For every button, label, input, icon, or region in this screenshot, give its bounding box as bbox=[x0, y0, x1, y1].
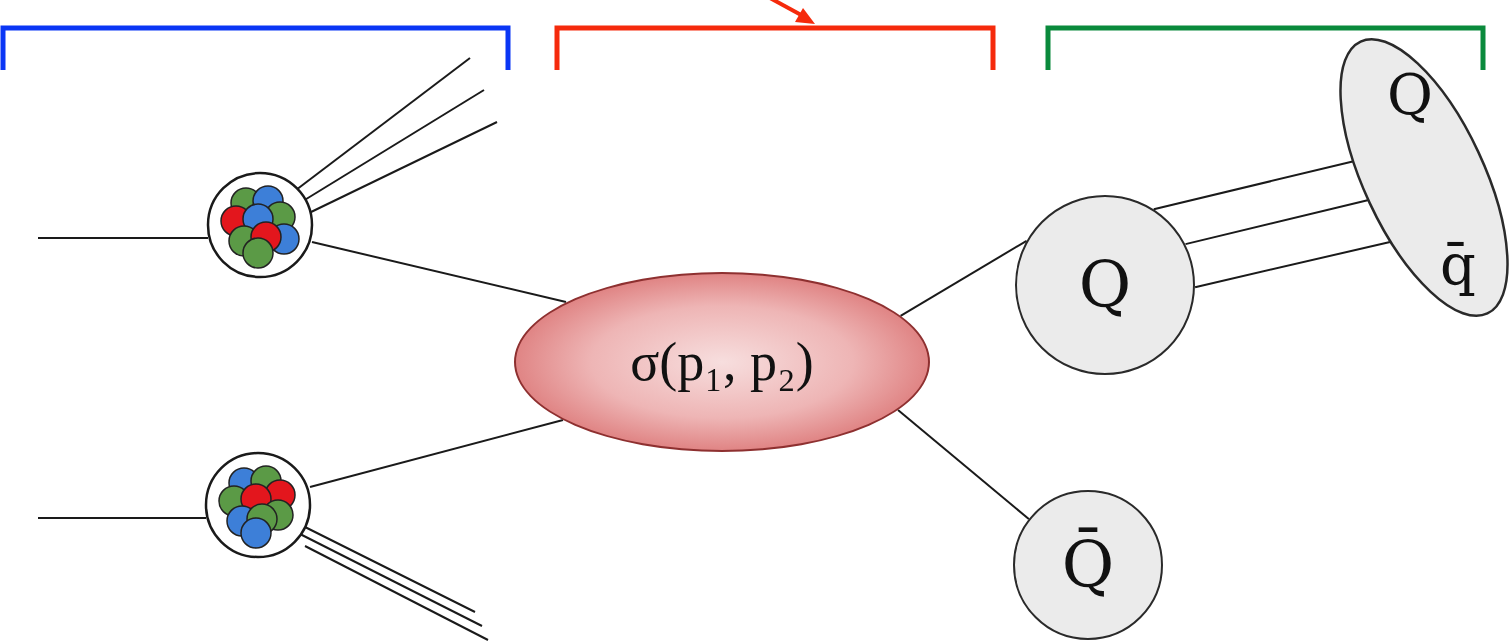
parton-lines bbox=[38, 58, 566, 640]
node-label: Q̄ bbox=[1062, 533, 1114, 597]
node-label: Q bbox=[1375, 67, 1445, 123]
heavy-quark-circle: Q bbox=[1015, 195, 1195, 375]
connector-line bbox=[898, 410, 1029, 519]
hadron-bottom bbox=[206, 453, 310, 557]
heavy-antiquark-circle: Q̄ bbox=[1013, 490, 1163, 640]
hadron-top bbox=[208, 173, 312, 277]
meson-ellipse: Qq̄ bbox=[1338, 25, 1510, 330]
connector-line bbox=[901, 241, 1027, 316]
node-label: σ(p₁, p₂) bbox=[630, 335, 814, 389]
cross-section-ellipse: σ(p₁, p₂) bbox=[514, 272, 930, 452]
red-bracket bbox=[557, 28, 993, 70]
red-pointer-arrow bbox=[770, 0, 815, 24]
blue-bracket bbox=[3, 28, 508, 70]
node-label: q̄ bbox=[1423, 237, 1493, 293]
node-label: Q bbox=[1079, 253, 1131, 317]
meson-ellipse-shape bbox=[1338, 25, 1510, 330]
